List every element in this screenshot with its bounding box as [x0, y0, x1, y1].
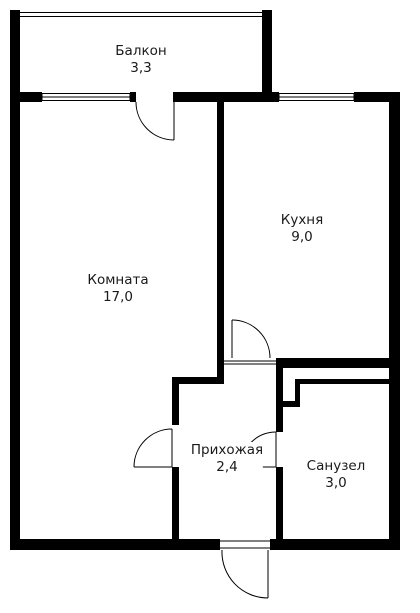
room-name: Санузел [306, 458, 366, 474]
wall-kitchen-bottom [276, 358, 396, 365]
label-kitchen: Кухня 9,0 [281, 212, 324, 246]
outer-wall-left [10, 92, 20, 550]
door-room [133, 428, 173, 468]
balcony-wall-right [262, 10, 272, 94]
outer-walls [10, 92, 400, 550]
door-balcony-jamb [130, 92, 136, 102]
outer-wall-top-right [354, 92, 400, 102]
door-balcony [130, 92, 175, 141]
wall-room-kitchen [217, 102, 224, 360]
wall-hall-bath-lower [276, 467, 283, 549]
shaft-bottom [283, 401, 295, 407]
label-hallway: Прихожая 2,4 [190, 442, 264, 476]
wall-room-hall-upper [172, 377, 179, 425]
interior-walls [172, 102, 396, 549]
outer-wall-top-left [10, 92, 42, 102]
room-name: Кухня [280, 212, 324, 228]
door-kitchen-swing [231, 319, 271, 359]
wall-room-hall-top [172, 377, 224, 384]
balcony-wall-left [10, 10, 20, 94]
room-name: Балкон [115, 43, 167, 59]
door-kitchen [224, 319, 276, 365]
room-area: 3,3 [130, 60, 152, 76]
outer-wall-bottom-right [270, 539, 400, 550]
door-room-swing [133, 428, 173, 468]
door-entrance-swing [221, 549, 269, 599]
balcony-walls [10, 10, 272, 94]
room-name: Прихожая [190, 442, 264, 458]
room-area: 17,0 [102, 289, 134, 305]
door-entrance [220, 540, 270, 599]
outer-wall-top-mid [173, 92, 279, 102]
wall-room-hall-lower [172, 467, 179, 549]
wall-room-hall-stub [217, 360, 224, 383]
label-bathroom: Санузел 3,0 [307, 458, 366, 492]
shaft-left [295, 379, 300, 407]
label-balcony: Балкон 3,3 [115, 43, 166, 77]
room-area: 9,0 [291, 229, 313, 245]
room-area: 3,0 [325, 475, 347, 491]
door-balcony-swing [135, 101, 175, 141]
windows [41, 93, 355, 101]
room-area: 2,4 [216, 459, 238, 475]
room-name: Комната [87, 272, 149, 288]
doors [130, 92, 277, 599]
outer-wall-right [389, 92, 400, 550]
wall-hall-bath-upper [276, 365, 283, 432]
shaft-top-upper [283, 365, 389, 368]
label-room: Комната 17,0 [87, 272, 148, 306]
shaft-top [295, 379, 389, 384]
outer-wall-bottom-left [10, 539, 220, 550]
